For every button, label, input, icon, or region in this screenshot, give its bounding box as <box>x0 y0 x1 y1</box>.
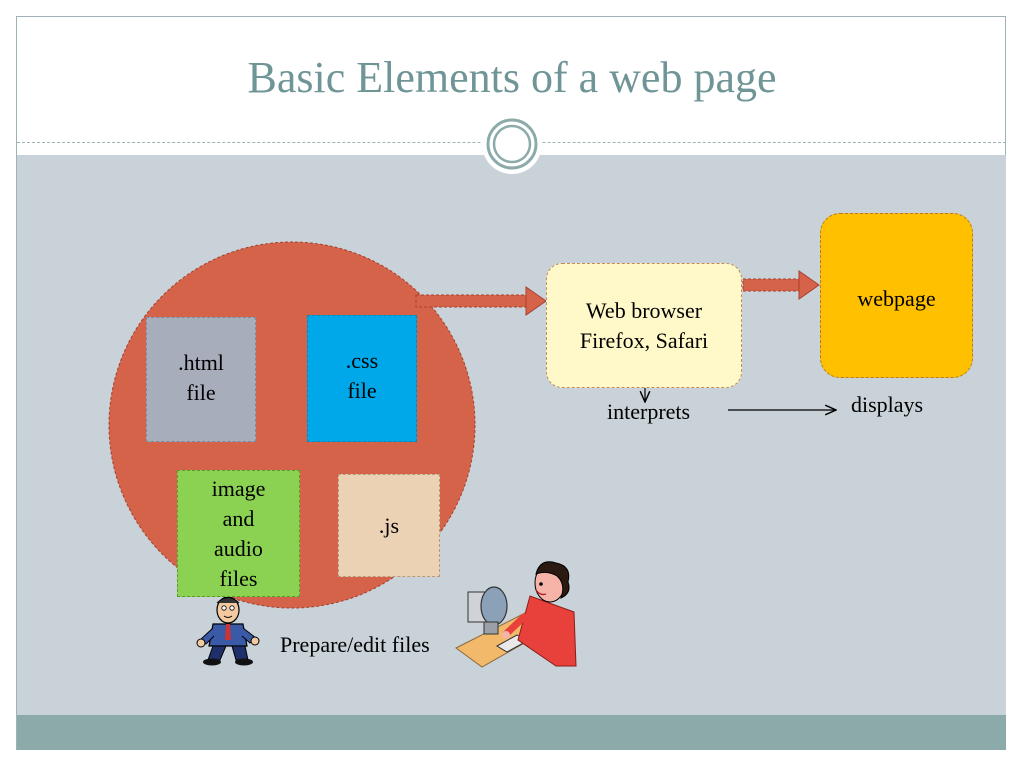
web-browser-box: Web browser Firefox, Safari <box>546 263 742 388</box>
footer-bar <box>17 715 1006 750</box>
interprets-label: interprets <box>607 399 691 424</box>
media-files-box: image and audio files <box>177 470 300 597</box>
web-browser-label: Web browser Firefox, Safari <box>579 297 709 353</box>
webpage-box: webpage <box>820 213 973 378</box>
woman-at-computer-icon <box>455 561 577 668</box>
slide-title: Basic Elements of a web page <box>247 53 777 102</box>
js-file-box: .js <box>338 474 440 577</box>
html-file-label: .html file <box>178 350 224 405</box>
html-file-box: .html file <box>146 317 256 442</box>
displays-label: displays <box>851 392 924 417</box>
js-file-label: .js <box>378 512 400 538</box>
ring-ornament-icon <box>482 114 542 174</box>
css-file-box: .css file <box>307 315 417 442</box>
webpage-label: webpage <box>857 286 936 311</box>
prepare-files-label: Prepare/edit files <box>280 632 430 657</box>
media-files-label: image and audio files <box>211 475 266 591</box>
css-file-label: .css file <box>345 348 379 403</box>
cartoon-man-icon <box>196 596 260 666</box>
arrow-to-webpage <box>742 270 820 300</box>
arrow-to-browser <box>415 286 547 316</box>
